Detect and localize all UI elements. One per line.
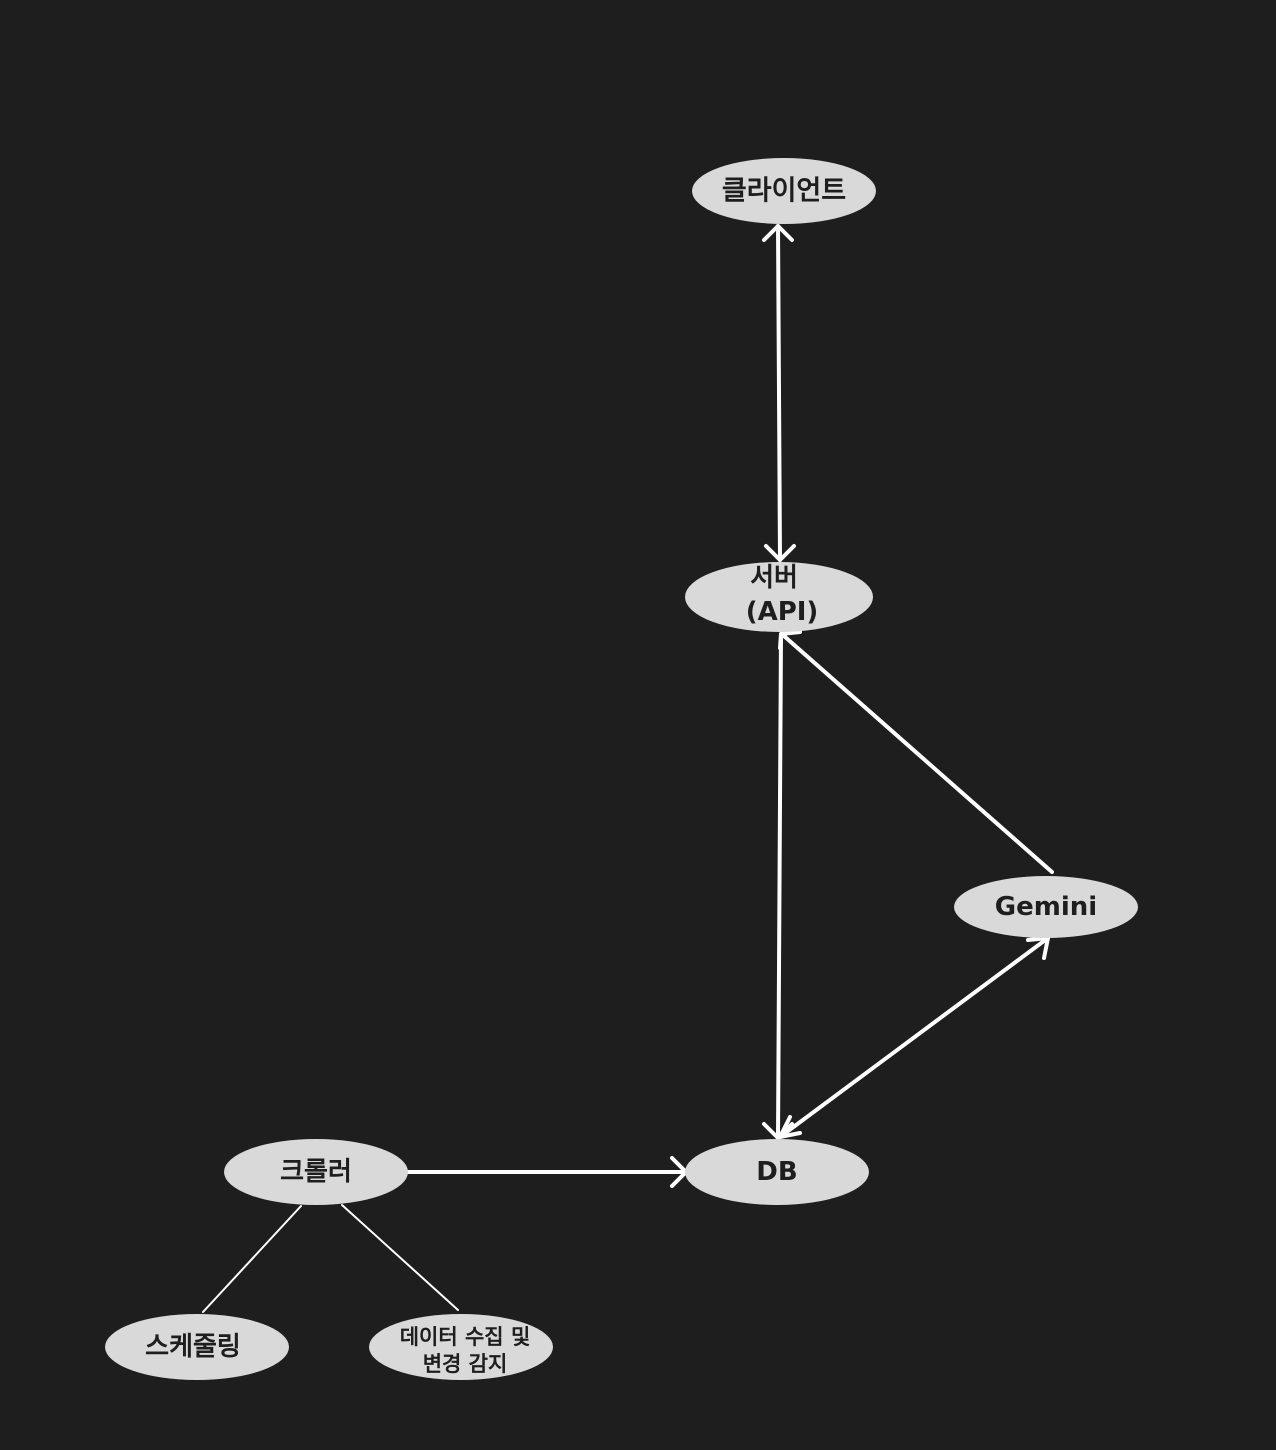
edges (202, 224, 1054, 1313)
arrowhead-server-top (764, 544, 796, 562)
node-scheduling[interactable]: 스케줄링 (105, 1314, 289, 1380)
arrowhead-server-bottom (778, 630, 802, 650)
arrowhead-db-top (762, 1122, 794, 1140)
arrowhead-client (762, 224, 794, 242)
node-collection-label-line2: 변경 감지 (423, 1352, 508, 1376)
edge-crawler-collection (341, 1204, 459, 1311)
node-client-label: 클라이언트 (722, 176, 846, 207)
node-collection-shape (369, 1314, 553, 1380)
node-gemini-shape (954, 876, 1138, 938)
node-client[interactable]: 클라이언트 (692, 158, 876, 224)
node-collection[interactable]: 데이터 수집 및 변경 감지 (369, 1314, 553, 1380)
node-db-shape (685, 1139, 869, 1205)
node-server-label-line2: (API) (746, 597, 819, 627)
node-db-label: DB (756, 1157, 797, 1187)
node-scheduling-shape (105, 1314, 289, 1380)
node-server-label-line1: 서버 (750, 563, 798, 593)
arrowhead-gemini (1026, 936, 1050, 960)
edge-gemini-server (782, 634, 1054, 874)
node-crawler-shape (224, 1139, 408, 1205)
node-crawler[interactable]: 크롤러 (224, 1139, 408, 1205)
node-gemini-label: Gemini (995, 892, 1097, 922)
arrowhead-db-right (778, 1115, 802, 1139)
node-server[interactable]: 서버 (API) (685, 562, 873, 632)
edge-crawler-scheduling (202, 1205, 302, 1313)
node-client-shape (692, 158, 876, 224)
edge-server-db (776, 632, 783, 1140)
node-gemini[interactable]: Gemini (954, 876, 1138, 938)
edge-db-gemini (778, 936, 1050, 1139)
node-collection-label-line1: 데이터 수집 및 (400, 1325, 531, 1349)
node-db[interactable]: DB (685, 1139, 869, 1205)
node-server-shape (685, 562, 873, 632)
node-scheduling-label: 스케줄링 (145, 1332, 241, 1362)
edge-client-server (776, 224, 782, 562)
node-crawler-label: 크롤러 (280, 1157, 352, 1187)
